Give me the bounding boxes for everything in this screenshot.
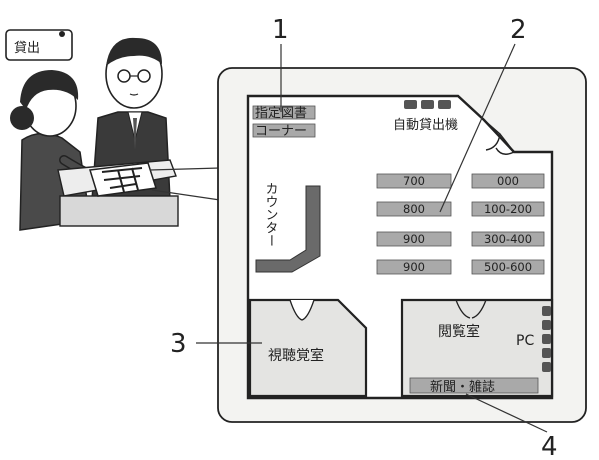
shelf-left-4: [376, 259, 452, 275]
self-checkout-label: 自動貸出機: [393, 117, 458, 133]
bookshelves: 700 800 900 900 000 100-200 300-400 500-600: [376, 173, 545, 275]
newspapers-shelf: [409, 377, 539, 394]
newspapers-label: 新聞・雑誌: [430, 379, 495, 395]
reading-room-label: 閲覧室: [438, 323, 480, 340]
designated-books-label-line2: コーナー: [255, 124, 307, 139]
pc-label: PC: [516, 333, 534, 349]
self-checkout-machines: 自動貸出機: [393, 100, 458, 133]
designated-books-corner: 指定図書 コーナー: [252, 105, 316, 139]
shelf-right-1: [471, 173, 545, 189]
shelf-right-3: [471, 231, 545, 247]
pc-terminals: [542, 306, 551, 372]
shelf-left-label-3: 900: [403, 232, 425, 246]
shelf-right-label-2: 100-200: [484, 202, 532, 216]
av-room-label: 視聴覚室: [268, 347, 324, 364]
leader-4: [465, 393, 548, 433]
reading-room: 閲覧室 PC 新聞・雑誌: [400, 298, 554, 398]
counter-area: カウンター: [255, 182, 321, 273]
callouts: 1 2 3 4: [170, 15, 558, 460]
shelf-right-label-1: 000: [497, 174, 519, 188]
people-illustration: 貸出: [5, 29, 221, 231]
shelf-left-label-4: 900: [403, 260, 425, 274]
callout-2: 2: [510, 15, 527, 45]
shelf-right-4: [471, 259, 545, 275]
av-room: 視聴覚室: [248, 298, 368, 398]
shelf-left-1: [376, 173, 452, 189]
callout-1: 1: [272, 15, 289, 45]
shelf-left-2: [376, 201, 452, 217]
desk-floor-map: [89, 162, 157, 197]
shelf-left-label-2: 800: [403, 202, 425, 216]
lending-sign: 貸出: [5, 29, 73, 61]
shelf-right-label-3: 300-400: [484, 232, 532, 246]
callout-4: 4: [541, 432, 558, 460]
counter-label: カウンター: [263, 182, 278, 247]
designated-books-label-line1: 指定図書: [255, 106, 307, 121]
shelf-left-label-1: 700: [403, 174, 425, 188]
leader-2: [439, 43, 516, 213]
shelf-left-3: [376, 231, 452, 247]
callout-lines: [149, 167, 221, 201]
callout-3: 3: [170, 329, 187, 359]
entrance-door: [483, 119, 516, 155]
shelf-right-2: [471, 201, 545, 217]
shelf-right-label-4: 500-600: [484, 260, 532, 274]
lending-sign-text: 貸出: [14, 40, 40, 56]
